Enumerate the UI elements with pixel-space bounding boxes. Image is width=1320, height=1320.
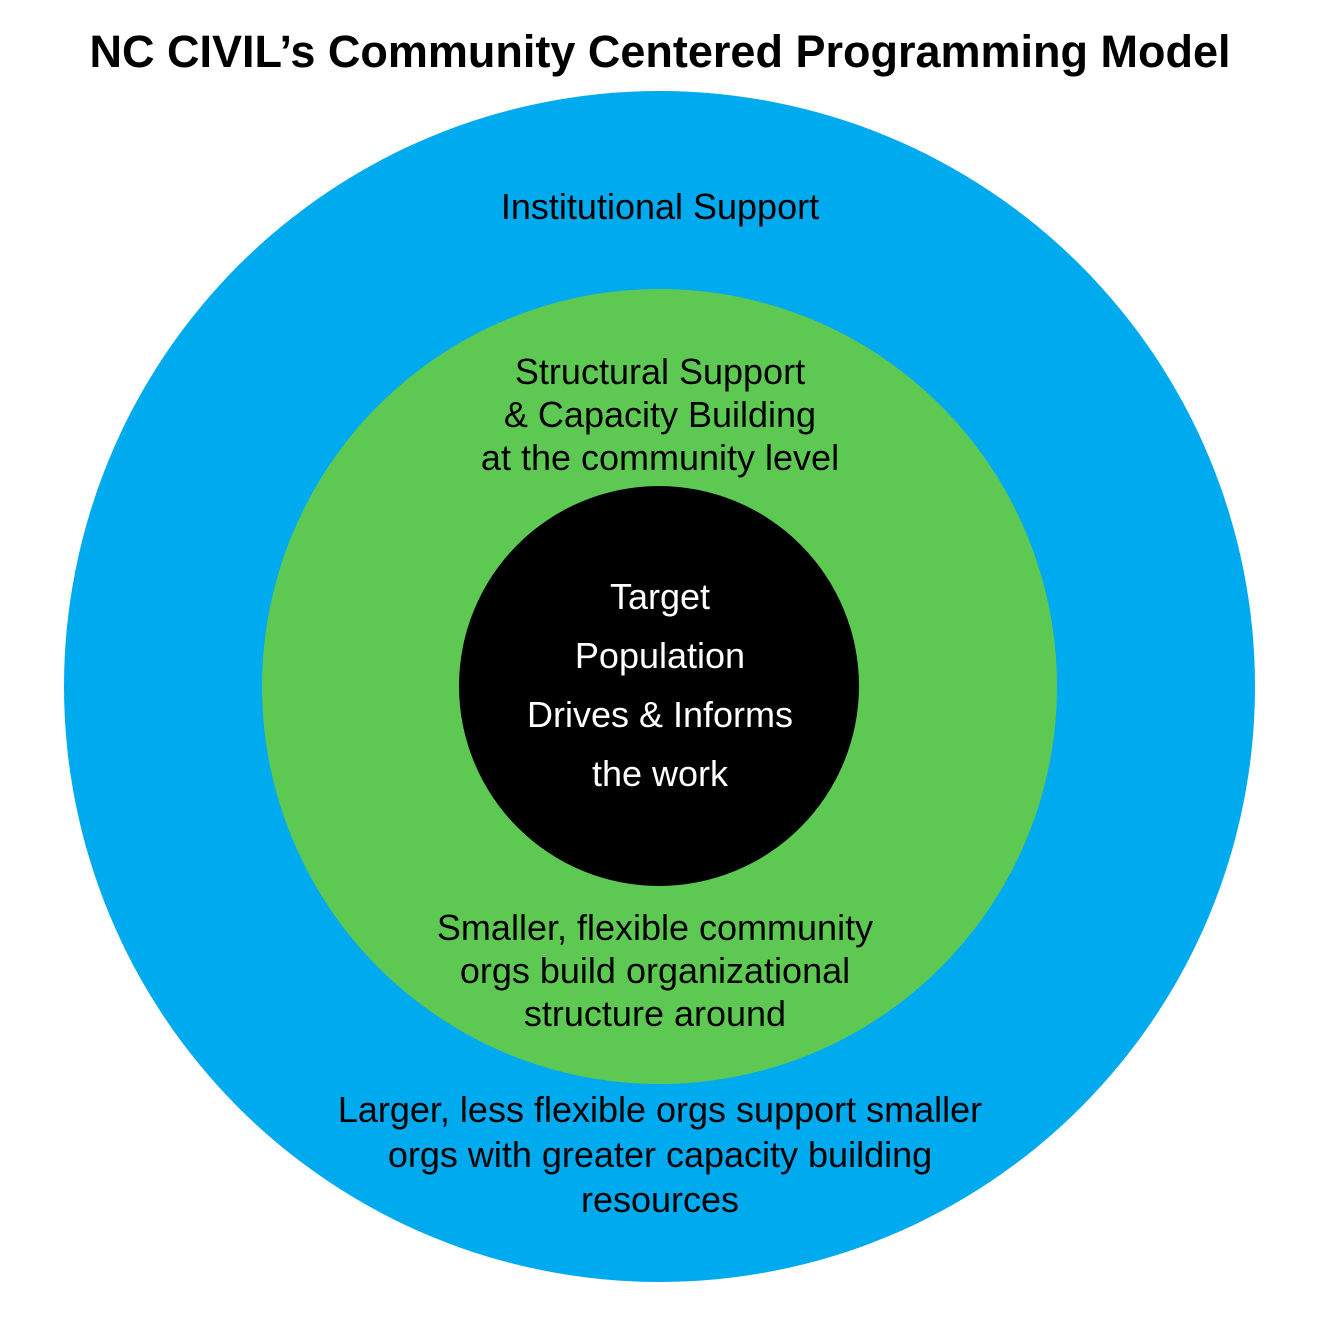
inner-circle-line: Population (574, 635, 746, 676)
middle-ring-description-line: orgs build organizational (459, 950, 851, 991)
inner-circle-line: Drives & Informs (526, 694, 794, 735)
middle-ring-heading-line: & Capacity Building (503, 394, 817, 435)
outer-ring-description-line: orgs with greater capacity building (387, 1134, 933, 1175)
diagram-title: NC CIVIL’s Community Centered Programmin… (89, 26, 1231, 77)
middle-ring-description-line: Smaller, flexible community (436, 907, 874, 948)
outer-ring-description-line: Larger, less flexible orgs support small… (337, 1089, 983, 1130)
middle-ring-heading: Structural Support & Capacity Building a… (0, 350, 1320, 479)
outer-ring-description-line: resources (580, 1179, 740, 1220)
inner-circle-target-population (459, 486, 859, 886)
middle-ring-heading-line: at the community level (480, 437, 840, 478)
middle-ring-description: Smaller, flexible community orgs build o… (0, 906, 1310, 1035)
inner-circle-line: Target (609, 576, 711, 617)
outer-ring-heading: Institutional Support (500, 186, 820, 227)
middle-ring-description-line: structure around (523, 993, 787, 1034)
inner-circle-line: the work (591, 753, 729, 794)
outer-ring-description: Larger, less flexible orgs support small… (0, 1087, 1320, 1222)
middle-ring-heading-line: Structural Support (514, 351, 806, 392)
inner-circle-text: Target Population Drives & Informs the w… (0, 567, 1320, 803)
